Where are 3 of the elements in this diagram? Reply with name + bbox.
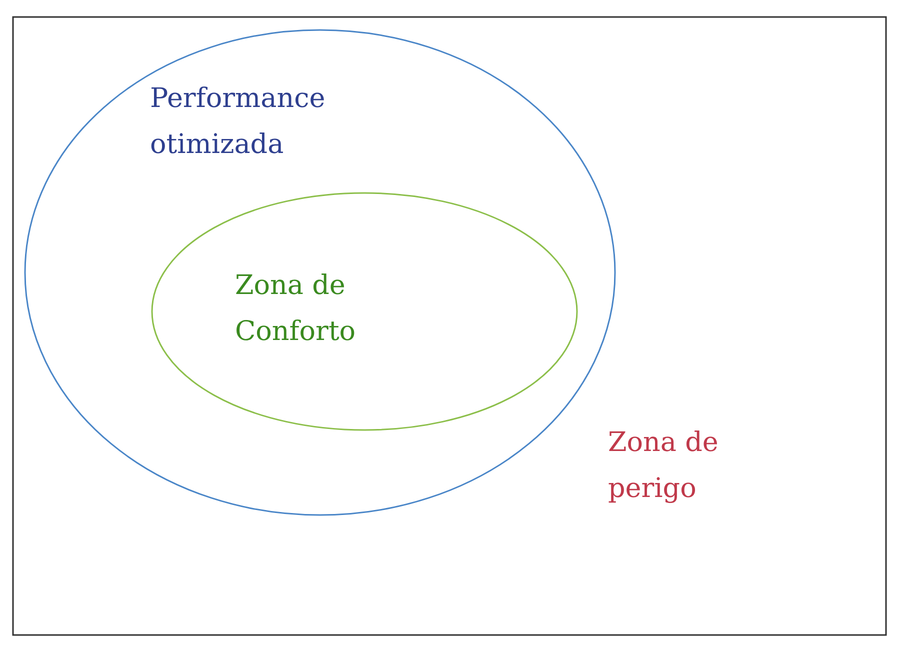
zone-label: Zona de perigo [608,426,720,506]
zone-label: Zona de Conforto [235,269,357,349]
zone-label: Performance otimizada [150,82,326,162]
